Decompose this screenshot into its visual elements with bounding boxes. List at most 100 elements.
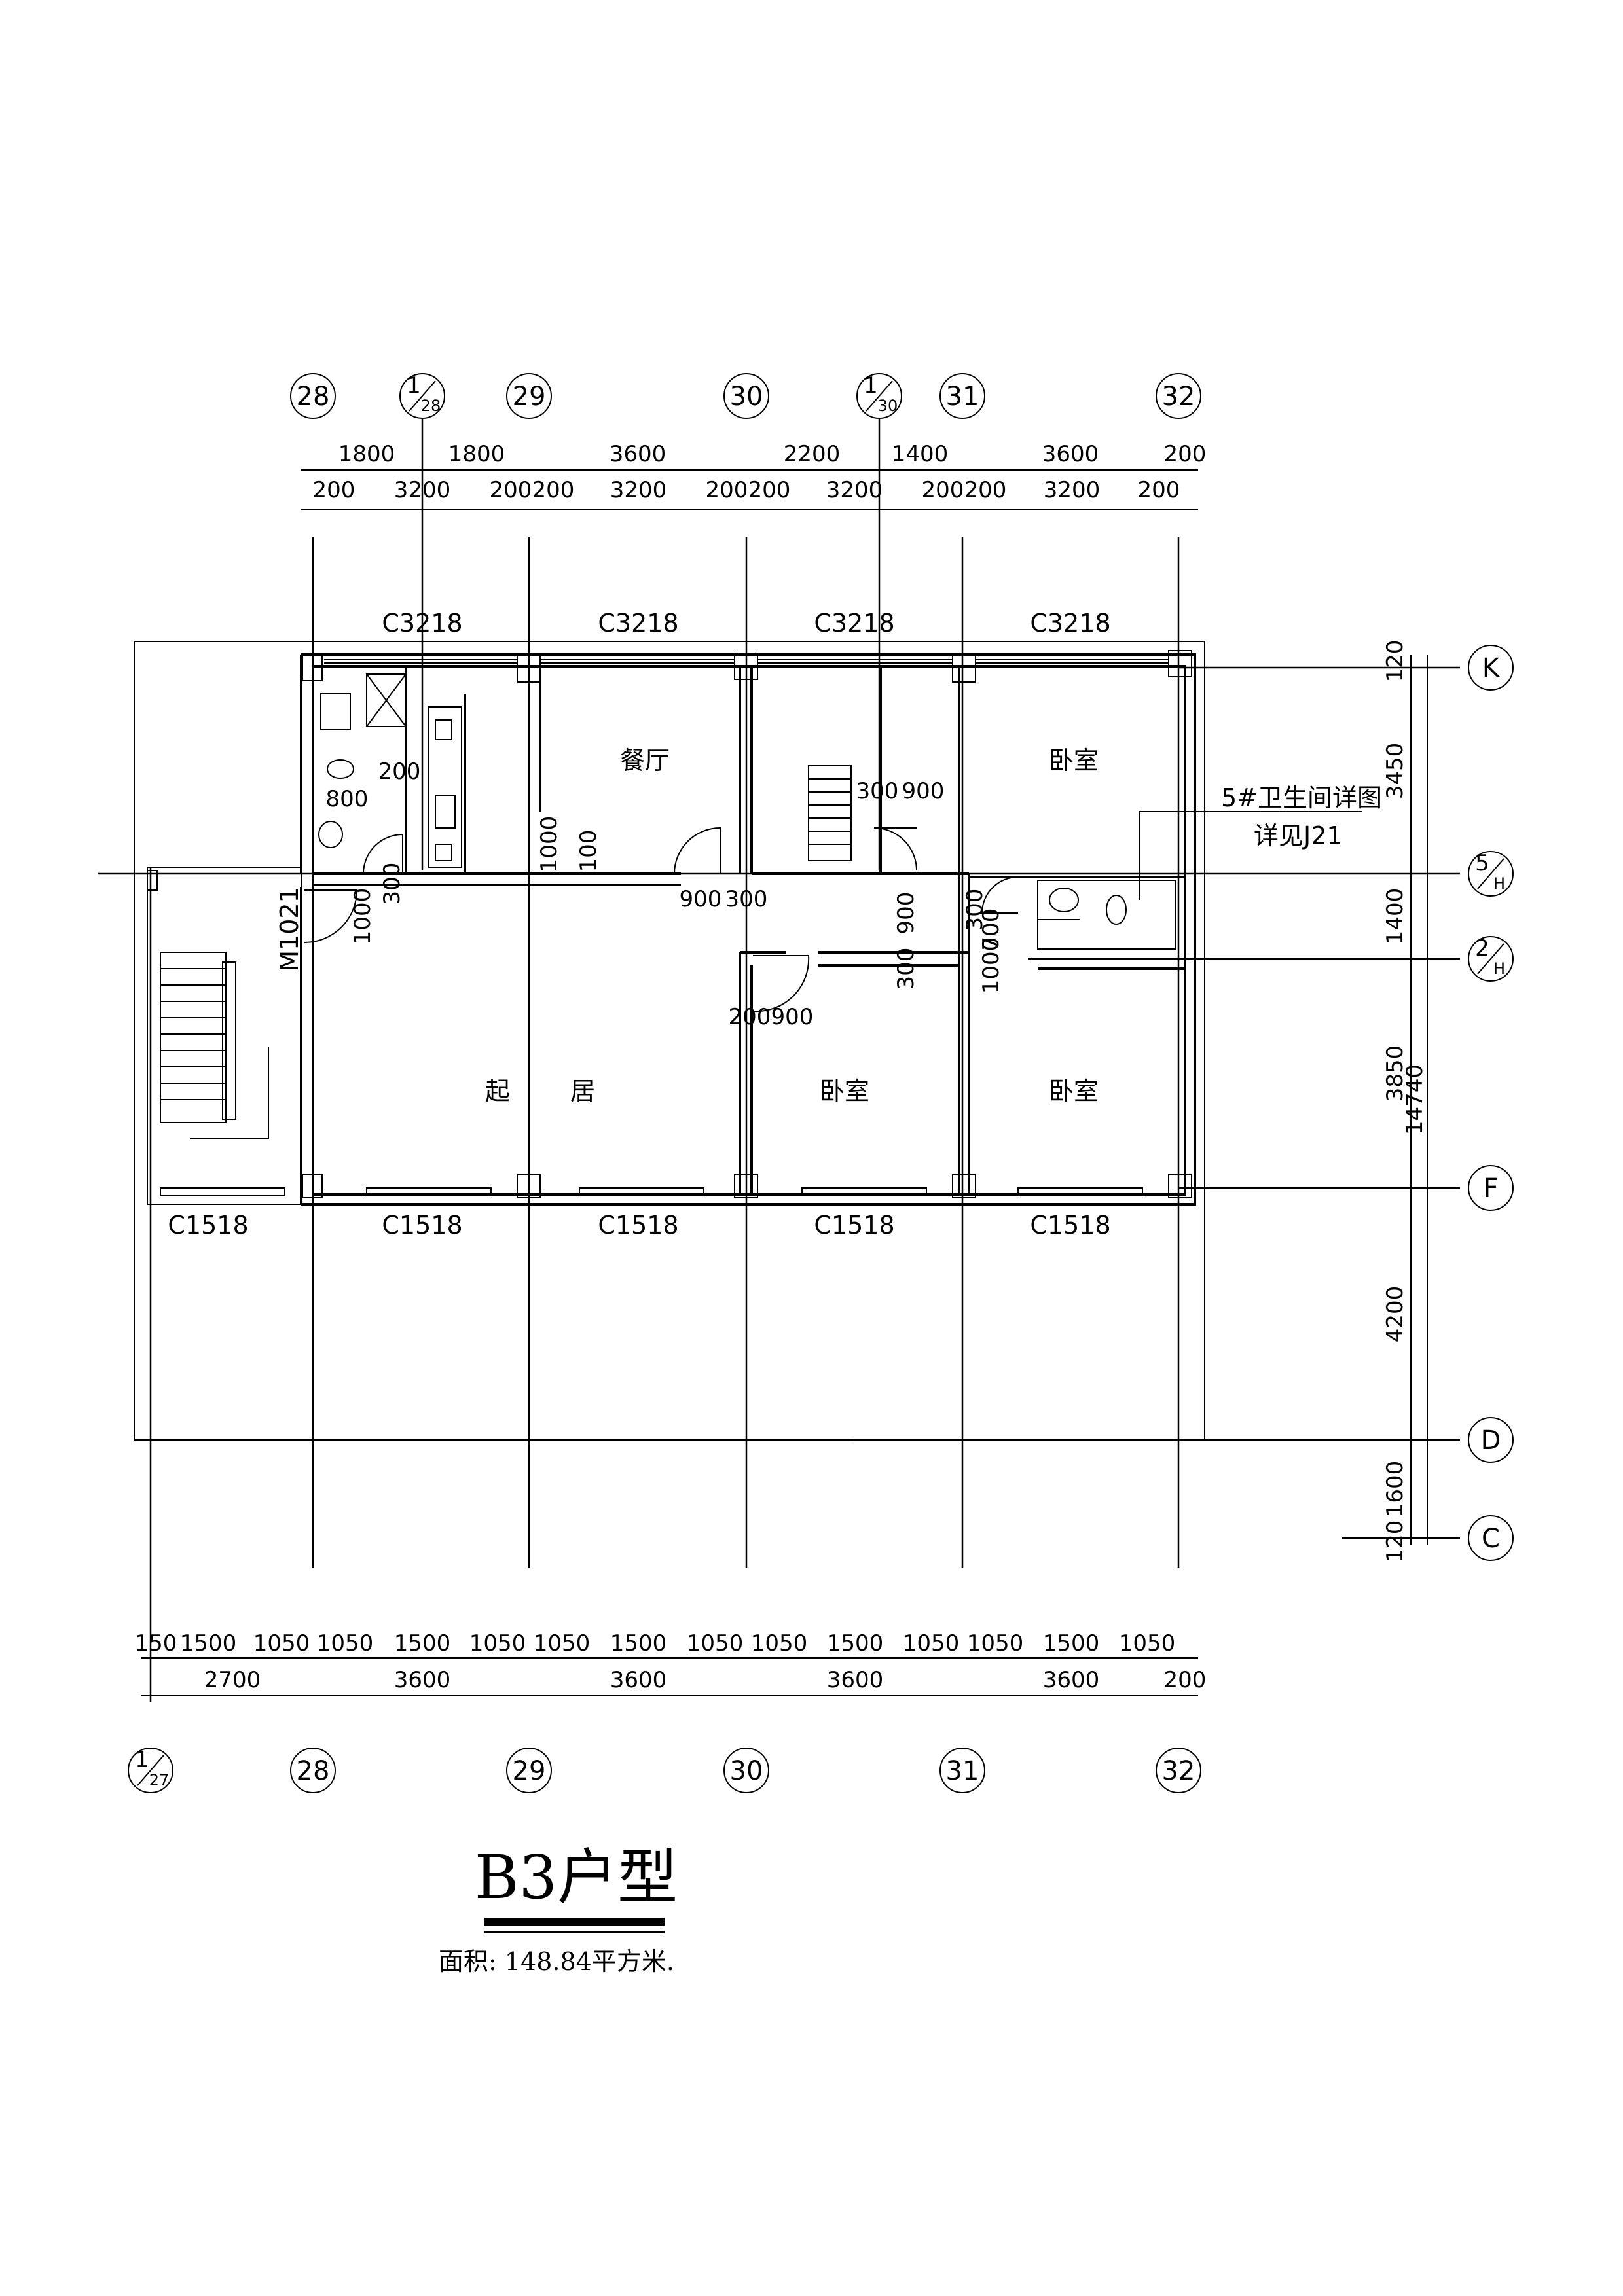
svg-text:30: 30 [730,1756,763,1786]
axis-bubble-1-27-bottom: 127 [128,1747,173,1793]
axis-bubble-1-30-top: 130 [856,372,902,419]
svg-text:120: 120 [1382,640,1408,683]
svg-text:150: 150 [135,1630,177,1657]
axis-bubble-30-top: 30 [723,373,769,419]
svg-text:200: 200 [532,477,575,503]
axis-bubble-2-H: 2H [1468,935,1514,982]
svg-text:2700: 2700 [204,1667,261,1693]
dimension-lines [141,469,1428,1696]
svg-text:5#卫生间详图: 5#卫生间详图 [1221,783,1382,812]
svg-text:30: 30 [878,397,898,415]
axis-bubble-29-bottom: 29 [506,1748,552,1793]
svg-text:3600: 3600 [827,1667,884,1693]
doors [304,827,1019,1013]
plan-title: B3户型 [475,1842,678,1912]
svg-text:D: D [1481,1426,1501,1456]
svg-text:200: 200 [922,477,964,503]
svg-text:29: 29 [513,382,546,412]
svg-text:1800: 1800 [448,441,505,467]
axis-bubble-D: D [1468,1417,1514,1463]
svg-text:K: K [1482,653,1501,683]
svg-text:300: 300 [379,863,405,905]
svg-text:200: 200 [378,759,421,785]
svg-text:C: C [1482,1524,1500,1554]
room-label-bedroom-1: 卧室 [1049,746,1099,775]
svg-text:28: 28 [297,1756,330,1786]
svg-text:1050: 1050 [903,1630,960,1657]
svg-text:900: 900 [680,886,722,912]
svg-text:1: 1 [864,372,878,399]
svg-text:1600: 1600 [1382,1461,1408,1518]
svg-text:1500: 1500 [394,1630,451,1657]
top-axis-bubbles: 28 128 29 30 130 31 32 [290,372,1201,419]
svg-text:200: 200 [1164,441,1207,467]
svg-text:C3218: C3218 [814,609,894,637]
svg-text:1050: 1050 [967,1630,1024,1657]
svg-text:900: 900 [771,1004,814,1030]
svg-text:1000: 1000 [350,888,376,945]
svg-text:1500: 1500 [1043,1630,1100,1657]
svg-text:C1518: C1518 [168,1211,248,1240]
axis-bubble-C: C [1468,1515,1514,1561]
svg-text:C3218: C3218 [1030,609,1110,637]
bottom-dimensions-row2: 2700 3600 3600 3600 3600 200 [204,1667,1207,1693]
right-axis-bubbles: K 5H 2H F D C [1468,645,1514,1561]
svg-text:1400: 1400 [892,441,949,467]
svg-text:3600: 3600 [610,1667,667,1693]
svg-text:200: 200 [748,477,791,503]
svg-text:2200: 2200 [784,441,841,467]
svg-text:28: 28 [421,397,441,415]
svg-text:3200: 3200 [826,477,883,503]
axis-bubble-31-bottom: 31 [939,1748,985,1793]
svg-text:100: 100 [575,830,602,872]
title-block: B3户型 面积: 148.84平方米. [439,1842,678,1976]
svg-text:300: 300 [856,778,899,804]
svg-text:1050: 1050 [253,1630,310,1657]
svg-text:4200: 4200 [1382,1286,1408,1343]
svg-text:C1518: C1518 [598,1211,678,1240]
svg-text:C1518: C1518 [1030,1211,1110,1240]
svg-text:30: 30 [730,382,763,412]
svg-text:1: 1 [407,372,421,399]
axis-bubble-32-top: 32 [1156,373,1201,419]
svg-text:1050: 1050 [687,1630,744,1657]
svg-text:28: 28 [297,382,330,412]
svg-text:32: 32 [1162,1756,1195,1786]
axis-bubble-F: F [1468,1165,1514,1211]
axis-bubble-1-28-top: 128 [399,372,445,419]
svg-text:300: 300 [893,948,919,990]
svg-text:3200: 3200 [610,477,667,503]
room-label-living-b: 居 [570,1077,595,1105]
svg-text:32: 32 [1162,382,1195,412]
right-dimensions: 120 3450 1400 3850 4200 1600 120 14740 [1382,640,1428,1563]
svg-text:1050: 1050 [751,1630,808,1657]
svg-text:1500: 1500 [180,1630,237,1657]
room-label-living-a: 起 [485,1077,510,1105]
svg-text:H: H [1493,874,1505,893]
svg-text:C1518: C1518 [382,1211,462,1240]
svg-text:1800: 1800 [338,441,395,467]
room-label-bedroom-3: 卧室 [1049,1077,1099,1105]
axis-bubble-31-top: 31 [939,373,985,419]
svg-text:C3218: C3218 [382,609,462,637]
svg-text:27: 27 [149,1771,170,1789]
svg-text:2: 2 [1475,935,1489,961]
walls [134,641,1205,1441]
svg-text:3600: 3600 [610,441,666,467]
axis-bubble-28-top: 28 [290,373,336,419]
svg-text:200: 200 [490,477,532,503]
svg-text:200: 200 [729,1004,771,1030]
svg-text:3450: 3450 [1382,743,1408,800]
svg-text:29: 29 [513,1756,546,1786]
top-dimensions-row2: 200 3200 200 200 3200 200 200 3200 200 2… [313,477,1180,503]
room-label-bedroom-2: 卧室 [820,1077,869,1105]
svg-text:300: 300 [962,889,988,931]
svg-text:5: 5 [1475,850,1489,876]
axis-bubble-K: K [1468,645,1514,691]
window-labels: C3218 C3218 C3218 C3218 C1518 C1518 C151… [168,609,1110,1240]
axis-bubble-32-bottom: 32 [1156,1748,1201,1793]
svg-text:200: 200 [313,477,356,503]
svg-text:1400: 1400 [1382,888,1408,945]
axis-bubble-28-bottom: 28 [290,1748,336,1793]
